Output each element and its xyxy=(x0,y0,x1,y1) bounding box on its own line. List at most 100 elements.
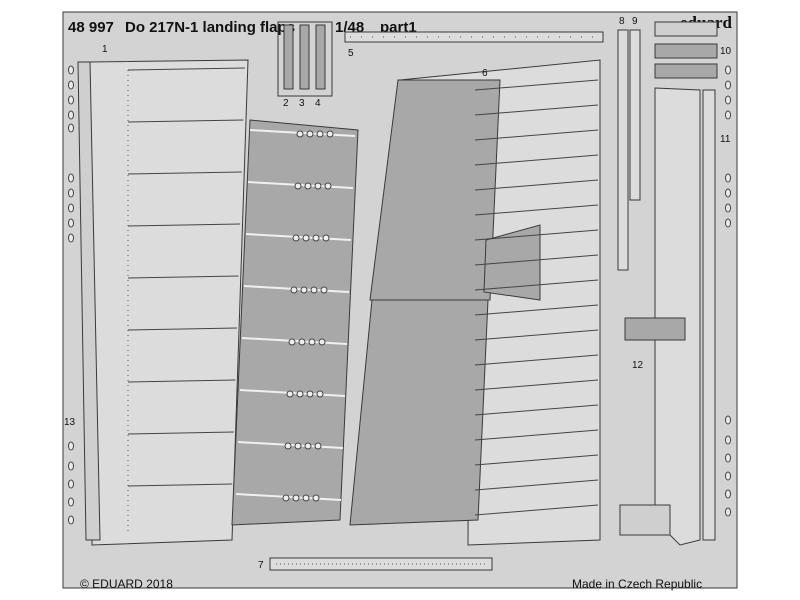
lightening-hole xyxy=(322,234,330,242)
rib-line xyxy=(127,379,236,383)
part-label-11: 11 xyxy=(720,134,731,145)
drop-marker xyxy=(725,489,731,499)
alignment-drops-right xyxy=(725,65,731,517)
drop-marker xyxy=(68,173,74,183)
drop-marker xyxy=(68,123,74,133)
lightening-hole xyxy=(294,442,302,450)
rib-line xyxy=(474,379,599,391)
lightening-hole xyxy=(284,442,292,450)
rib-line xyxy=(127,431,234,435)
lightening-hole xyxy=(292,234,300,242)
drop-marker xyxy=(725,188,731,198)
rib-line xyxy=(474,454,599,466)
lightening-hole xyxy=(304,182,312,190)
parts-11-12 xyxy=(619,87,716,546)
part-label-8: 8 xyxy=(619,16,625,27)
part-label-4: 4 xyxy=(315,98,321,109)
lightening-hole xyxy=(290,286,298,294)
drop-marker xyxy=(725,453,731,463)
drop-marker xyxy=(725,218,731,228)
drop-marker xyxy=(68,203,74,213)
lightening-hole xyxy=(288,338,296,346)
rib-line xyxy=(474,154,599,166)
drop-marker xyxy=(725,435,731,445)
set-number: 48 997 xyxy=(68,19,114,36)
part-label-13: 13 xyxy=(64,417,76,428)
lightening-hole xyxy=(286,390,294,398)
rib-line xyxy=(474,504,599,516)
drop-marker xyxy=(68,479,74,489)
lightening-hole xyxy=(296,390,304,398)
drop-marker xyxy=(68,497,74,507)
part-5-strip xyxy=(344,31,604,43)
drop-marker xyxy=(725,471,731,481)
rib-line xyxy=(474,179,599,191)
drop-marker xyxy=(68,218,74,228)
part-label-12: 12 xyxy=(632,360,644,371)
drop-marker xyxy=(68,233,74,243)
rib-line xyxy=(127,275,239,279)
drop-marker xyxy=(725,173,731,183)
lightening-hole xyxy=(300,286,308,294)
lightening-hole xyxy=(306,130,314,138)
lightening-hole xyxy=(318,338,326,346)
rib-line xyxy=(127,171,242,175)
lightening-hole xyxy=(314,182,322,190)
lightening-hole xyxy=(294,182,302,190)
rib-line xyxy=(474,354,599,366)
part-label-1: 1 xyxy=(102,44,108,55)
part-1-flap xyxy=(77,59,249,546)
rib-line xyxy=(474,429,599,441)
part-label-6: 6 xyxy=(482,68,488,79)
part-7-strip xyxy=(269,557,493,571)
rib-line xyxy=(474,329,599,341)
lightening-hole xyxy=(298,338,306,346)
made-in: Made in Czech Republic xyxy=(572,577,702,591)
lightening-hole xyxy=(296,130,304,138)
parts-2-3-4 xyxy=(277,21,333,97)
part-10 xyxy=(654,21,718,79)
lightening-hole xyxy=(312,494,320,502)
part-6-flap xyxy=(349,59,601,546)
lightening-hole xyxy=(310,286,318,294)
part-label-2: 2 xyxy=(283,98,289,109)
rib-line xyxy=(474,304,599,316)
lightening-hole xyxy=(282,494,290,502)
lightening-hole xyxy=(302,234,310,242)
parts-8-9 xyxy=(617,29,641,271)
drop-marker xyxy=(725,507,731,517)
part-inner-flap-ribs xyxy=(231,119,359,526)
part-label-3: 3 xyxy=(299,98,305,109)
rib-line xyxy=(474,254,599,266)
drop-marker xyxy=(68,515,74,525)
lightening-hole xyxy=(316,390,324,398)
rib-line xyxy=(474,129,599,141)
drop-marker xyxy=(725,203,731,213)
drop-marker xyxy=(725,110,731,120)
rib-line xyxy=(474,404,599,416)
drop-marker xyxy=(68,80,74,90)
rib-line xyxy=(474,229,599,241)
rib-line xyxy=(474,479,599,491)
drop-marker xyxy=(68,188,74,198)
drop-marker xyxy=(725,95,731,105)
rib-line xyxy=(127,119,244,123)
drop-marker xyxy=(725,65,731,75)
lightening-hole xyxy=(320,286,328,294)
drop-marker xyxy=(68,65,74,75)
lightening-hole xyxy=(314,442,322,450)
part-label-5: 5 xyxy=(348,48,354,59)
part-label-7: 7 xyxy=(258,560,264,571)
copyright: © EDUARD 2018 xyxy=(80,577,173,591)
drop-marker xyxy=(725,415,731,425)
part-label-9: 9 xyxy=(632,16,638,27)
lightening-hole xyxy=(324,182,332,190)
drop-marker xyxy=(68,461,74,471)
rib-line xyxy=(474,104,599,116)
set-title: Do 217N-1 landing flaps xyxy=(125,19,295,36)
rib-line xyxy=(127,67,246,71)
lightening-hole xyxy=(302,494,310,502)
alignment-drops-left xyxy=(68,65,74,525)
rib-line xyxy=(474,79,599,91)
